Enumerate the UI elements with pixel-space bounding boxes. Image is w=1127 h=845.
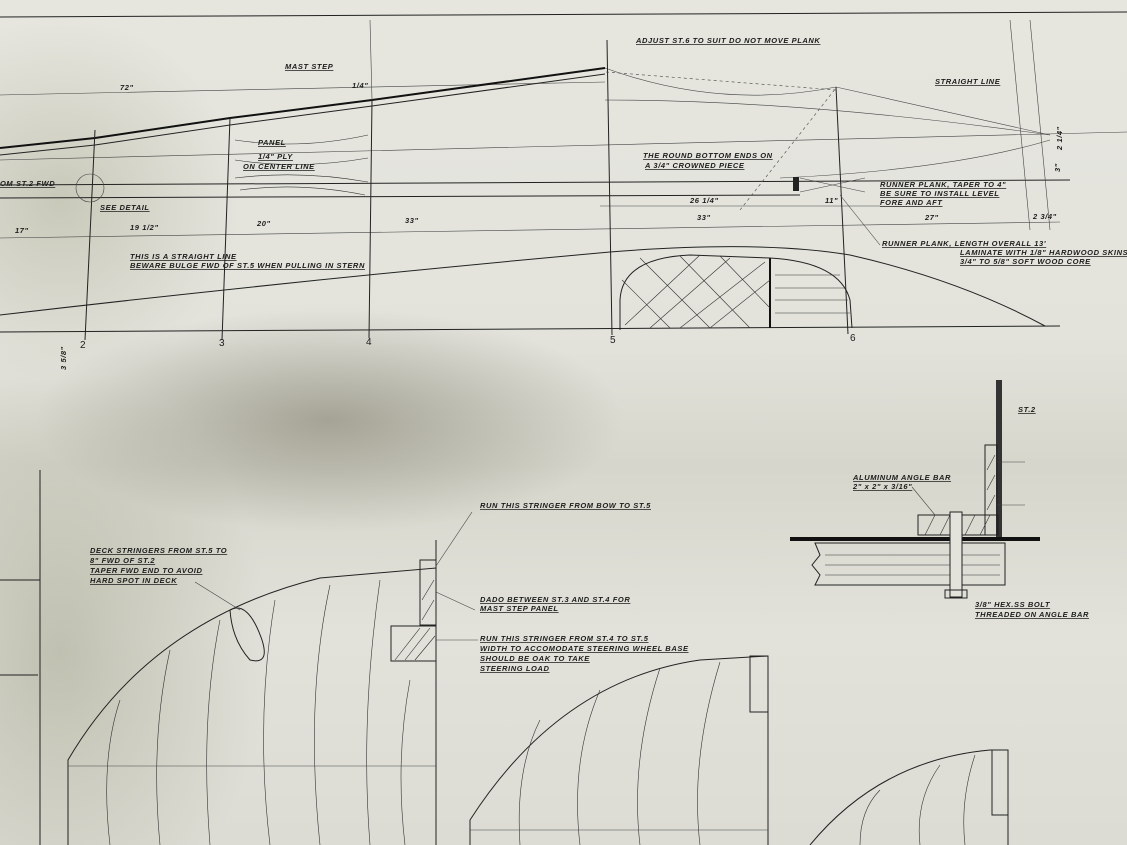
station-6: 6 bbox=[850, 333, 856, 344]
station-4: 4 bbox=[366, 337, 372, 348]
run-st4-3: SHOULD BE OAK TO TAKE bbox=[480, 654, 590, 663]
angle-bar-label-2: 2" x 2" x 3/16" bbox=[852, 482, 912, 491]
round-bottom-1: THE ROUND BOTTOM ENDS ON bbox=[643, 151, 773, 160]
runner-taper-1: RUNNER PLANK, TAPER TO 4" bbox=[880, 180, 1006, 189]
round-bottom-2: A 3/4" CROWNED PIECE bbox=[644, 161, 745, 170]
adjust-note: ADJUST ST.6 TO SUIT DO NOT MOVE PLANK bbox=[635, 36, 820, 45]
straight-line-label: STRAIGHT LINE bbox=[935, 77, 1001, 86]
bolt-label-2: THREADED ON ANGLE BAR bbox=[975, 610, 1089, 619]
runner-length-3: 3/4" TO 5/8" SOFT WOOD CORE bbox=[960, 257, 1091, 266]
panel-title: PANEL bbox=[258, 138, 286, 147]
st2-label: ST.2 bbox=[1018, 405, 1036, 414]
dim-20: 20" bbox=[256, 219, 271, 228]
straight-note-1: THIS IS A STRAIGHT LINE bbox=[130, 252, 237, 261]
run-st4-1: RUN THIS STRINGER FROM ST.4 TO ST.5 bbox=[480, 634, 649, 643]
runner-length-1: RUNNER PLANK, LENGTH OVERALL 13' bbox=[882, 239, 1046, 248]
hull-profile bbox=[0, 19, 1127, 341]
dim-72: 72" bbox=[120, 83, 134, 92]
dim-33-a: 33" bbox=[405, 216, 419, 225]
bolt-label-1: 3/8" HEX.SS BOLT bbox=[975, 600, 1051, 609]
dim-27: 27" bbox=[924, 213, 939, 222]
angle-bar-label-1: ALUMINUM ANGLE BAR bbox=[852, 473, 951, 482]
station-3: 3 bbox=[219, 338, 225, 349]
run-st4-4: STEERING LOAD bbox=[480, 664, 549, 673]
panel-center: ON CENTER LINE bbox=[243, 162, 315, 171]
straight-note-2: BEWARE BULGE FWD OF ST.5 WHEN PULLING IN… bbox=[130, 261, 365, 270]
panel-ply: 1/4" PLY bbox=[258, 152, 293, 161]
runner-taper-2: BE SURE TO INSTALL LEVEL bbox=[880, 189, 999, 198]
dado-1: DADO BETWEEN ST.3 AND ST.4 FOR bbox=[480, 595, 630, 604]
run-bow-label: RUN THIS STRINGER FROM BOW TO ST.5 bbox=[480, 501, 651, 510]
dim-11: 11" bbox=[825, 196, 838, 205]
sheet-border bbox=[0, 11, 1127, 18]
runner-length-2: LAMINATE WITH 1/8" HARDWOOD SKINS bbox=[960, 248, 1127, 257]
dim-19-half: 19 1/2" bbox=[130, 223, 159, 232]
runner-taper-3: FORE AND AFT bbox=[880, 198, 943, 207]
station-5: 5 bbox=[610, 335, 616, 346]
mast-step-label: MAST STEP bbox=[285, 62, 334, 71]
angle-bar-detail bbox=[790, 380, 1040, 599]
deck-stringers-3: TAPER FWD END TO AVOID bbox=[90, 566, 203, 575]
dim-3-5-8: 3 5/8" bbox=[59, 346, 68, 370]
dim-26-quarter: 26 1/4" bbox=[689, 196, 719, 205]
run-st4-2: WIDTH TO ACCOMODATE STEERING WHEEL BASE bbox=[480, 644, 689, 653]
mast-step-dim: 1/4" bbox=[352, 81, 368, 90]
deck-cross-sections bbox=[0, 470, 1009, 845]
deck-stringers-4: HARD SPOT IN DECK bbox=[90, 576, 177, 585]
dim-17: 17" bbox=[15, 226, 29, 235]
see-detail-label: SEE DETAIL bbox=[100, 203, 150, 212]
dim-2-3-4: 2 3/4" bbox=[1032, 212, 1057, 221]
deck-stringers-1: DECK STRINGERS FROM ST.5 TO bbox=[90, 546, 227, 555]
from-st2-label: OM ST.2 FWD bbox=[0, 179, 55, 188]
dim-3: 3" bbox=[1053, 163, 1062, 172]
dado-2: MAST STEP PANEL bbox=[480, 604, 559, 613]
dim-33-b: 33" bbox=[697, 213, 711, 222]
station-2: 2 bbox=[80, 340, 86, 351]
dim-2-1-4: 2 1/4" bbox=[1055, 126, 1064, 151]
deck-stringers-2: 8" FWD OF ST.2 bbox=[90, 556, 155, 565]
